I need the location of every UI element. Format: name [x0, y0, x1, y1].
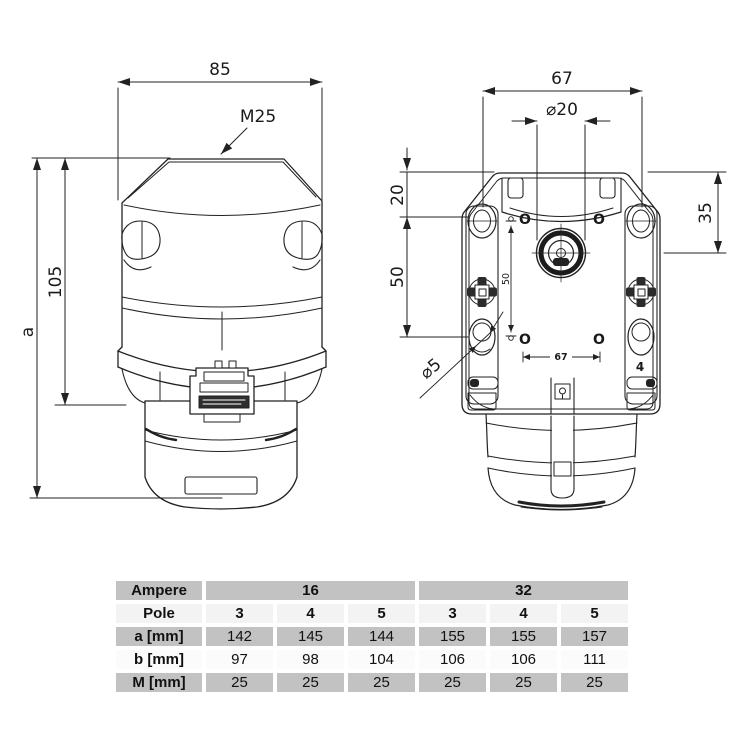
- contact-mark-bottom-right: O: [593, 332, 605, 348]
- ampere-16-header: 16: [206, 581, 415, 600]
- b-value-cell: 106: [490, 650, 557, 669]
- a-value-cell: 155: [490, 627, 557, 646]
- pole-cell: 5: [348, 604, 415, 623]
- row-label-a: a [mm]: [116, 627, 202, 646]
- a-value-cell: 157: [561, 627, 628, 646]
- contact-mark-bottom-left: O: [519, 332, 531, 348]
- a-value-cell: 142: [206, 627, 273, 646]
- table-row-b: b [mm] 97 98 104 106 106 111: [116, 650, 628, 669]
- a-value-cell: 155: [419, 627, 486, 646]
- pole-cell: 5: [561, 604, 628, 623]
- m-value-cell: 25: [490, 673, 557, 692]
- dim-body-width-label: 85: [209, 60, 231, 80]
- dim-height-105-label: 105: [46, 266, 66, 298]
- dimensions-table: Ampere 16 32 Pole 3 4 5 3 4 5 a [mm] 142…: [112, 577, 632, 696]
- pole-cell: 3: [206, 604, 273, 623]
- b-value-cell: 104: [348, 650, 415, 669]
- dim-gland-diameter-label: ⌀20: [546, 100, 578, 120]
- m-value-cell: 25: [419, 673, 486, 692]
- dim-inner-horizontal-label: 67: [554, 352, 567, 363]
- m-value-cell: 25: [348, 673, 415, 692]
- row-label-m: M [mm]: [116, 673, 202, 692]
- dim-height-a-label: a: [18, 327, 38, 337]
- m-value-cell: 25: [277, 673, 344, 692]
- dim-hole-span-label: 67: [551, 69, 573, 89]
- table-row-a: a [mm] 142 145 144 155 155 157: [116, 627, 628, 646]
- drawings-svg: 85 M25 105 a: [18, 60, 727, 511]
- dim-hole-spacing-label: 50: [388, 266, 408, 288]
- contact-mark-top-left: O: [519, 212, 531, 228]
- table-row-ampere: Ampere 16 32: [116, 581, 628, 600]
- b-value-cell: 106: [419, 650, 486, 669]
- row-label-pole: Pole: [116, 604, 202, 623]
- m-value-cell: 25: [561, 673, 628, 692]
- dim-top-to-center-label: 35: [696, 202, 716, 224]
- pole-cell: 4: [490, 604, 557, 623]
- rear-view-drawing: 4 O O O O: [388, 69, 727, 511]
- table-row-m: M [mm] 25 25 25 25 25 25: [116, 673, 628, 692]
- b-value-cell: 98: [277, 650, 344, 669]
- side-view-drawing: 85 M25 105 a: [18, 60, 327, 510]
- row-label-ampere: Ampere: [116, 581, 202, 600]
- dim-top-offset-label: 20: [388, 184, 408, 206]
- m-value-cell: 25: [206, 673, 273, 692]
- row-label-b: b [mm]: [116, 650, 202, 669]
- pole-cell: 4: [277, 604, 344, 623]
- pole-count-mark: 4: [636, 360, 644, 374]
- a-value-cell: 144: [348, 627, 415, 646]
- ampere-32-header: 32: [419, 581, 628, 600]
- a-value-cell: 145: [277, 627, 344, 646]
- b-value-cell: 97: [206, 650, 273, 669]
- dim-hole-diameter-label: ⌀5: [417, 355, 446, 384]
- b-value-cell: 111: [561, 650, 628, 669]
- gland-thread-label: M25: [240, 107, 276, 127]
- contact-mark-top-right: O: [593, 212, 605, 228]
- pole-cell: 3: [419, 604, 486, 623]
- table-row-pole: Pole 3 4 5 3 4 5: [116, 604, 628, 623]
- dim-inner-vertical-label: 50: [501, 273, 512, 285]
